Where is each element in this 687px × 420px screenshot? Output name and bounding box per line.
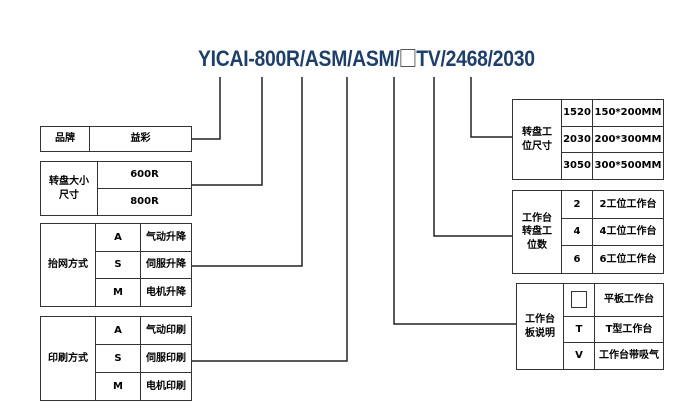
connector-turntable-size xyxy=(192,77,263,186)
lift-code: M xyxy=(95,278,141,307)
print-desc: 伺服印刷 xyxy=(140,344,192,373)
lift-mode-label: 抬网方式 xyxy=(40,223,96,307)
print-desc: 气动印刷 xyxy=(140,316,192,345)
station-count-code: 4 xyxy=(561,217,593,247)
lift-code: S xyxy=(95,250,141,280)
print-mode-label: 印刷方式 xyxy=(40,316,96,401)
station-size-desc: 300*500MM xyxy=(592,152,664,180)
table-desc-code: T xyxy=(563,315,595,344)
model-code-part-2: TV/2468/2030 xyxy=(416,46,535,71)
print-code: A xyxy=(95,316,141,345)
print-code: M xyxy=(95,372,141,401)
station-size-code: 3050 xyxy=(561,152,593,180)
lift-code: A xyxy=(95,223,141,252)
station-size-table: 转盘工位尺寸 1520 150*200MM 2030 200*300MM 305… xyxy=(512,99,664,180)
table-desc-label: 工作台板说明 xyxy=(516,283,564,370)
model-code-part-1: YICAI-800R/ASM/ASM/ xyxy=(198,46,400,71)
turntable-size-option: 800R xyxy=(97,188,192,216)
blank-box-icon xyxy=(400,49,416,67)
turntable-size-table: 转盘大小尺寸 600R 800R xyxy=(40,161,192,216)
station-size-code: 1520 xyxy=(561,99,593,127)
station-count-desc: 4工位工作台 xyxy=(592,217,664,247)
connector-brand xyxy=(192,77,221,140)
table-desc-desc: T型工作台 xyxy=(594,315,664,344)
station-count-desc: 6工位工作台 xyxy=(592,245,664,274)
station-size-desc: 200*300MM xyxy=(592,125,664,154)
table-desc-code: V xyxy=(563,342,595,370)
model-code: YICAI-800R/ASM/ASM/TV/2468/2030 xyxy=(198,46,535,72)
station-count-code: 6 xyxy=(561,245,593,274)
station-count-table: 工作台转盘工位数 2 2工位工作台 4 4工位工作台 6 6工位工作台 xyxy=(512,190,664,274)
blank-box-icon xyxy=(571,291,587,309)
lift-desc: 伺服升降 xyxy=(140,250,192,280)
connector-table-desc xyxy=(393,77,516,325)
connector-lift xyxy=(192,77,303,267)
lift-desc: 电机升降 xyxy=(140,278,192,307)
station-size-desc: 150*200MM xyxy=(592,99,664,127)
table-desc-table: 工作台板说明 平板工作台 T T型工作台 V 工作台带吸气 xyxy=(516,283,664,370)
brand-value: 益彩 xyxy=(89,126,192,152)
print-mode-table: 印刷方式 A 气动印刷 S 伺服印刷 M 电机印刷 xyxy=(40,316,192,401)
lift-mode-table: 抬网方式 A 气动升降 S 伺服升降 M 电机升降 xyxy=(40,223,192,307)
station-size-code: 2030 xyxy=(561,125,593,154)
station-count-label: 工作台转盘工位数 xyxy=(512,190,562,274)
connector-station-size xyxy=(470,77,512,138)
station-count-code: 2 xyxy=(561,190,593,219)
station-count-desc: 2工位工作台 xyxy=(592,190,664,219)
table-desc-desc: 平板工作台 xyxy=(594,283,664,317)
table-desc-code xyxy=(563,283,595,317)
print-desc: 电机印刷 xyxy=(140,372,192,401)
turntable-size-option: 600R xyxy=(97,161,192,189)
station-size-label: 转盘工位尺寸 xyxy=(512,99,562,180)
print-code: S xyxy=(95,344,141,373)
brand-label: 品牌 xyxy=(40,126,90,152)
connector-station-count xyxy=(433,77,512,237)
table-desc-desc: 工作台带吸气 xyxy=(594,342,664,370)
lift-desc: 气动升降 xyxy=(140,223,192,252)
turntable-size-label: 转盘大小尺寸 xyxy=(40,161,98,216)
brand-table: 品牌 益彩 xyxy=(40,126,192,152)
connector-print xyxy=(192,77,348,362)
